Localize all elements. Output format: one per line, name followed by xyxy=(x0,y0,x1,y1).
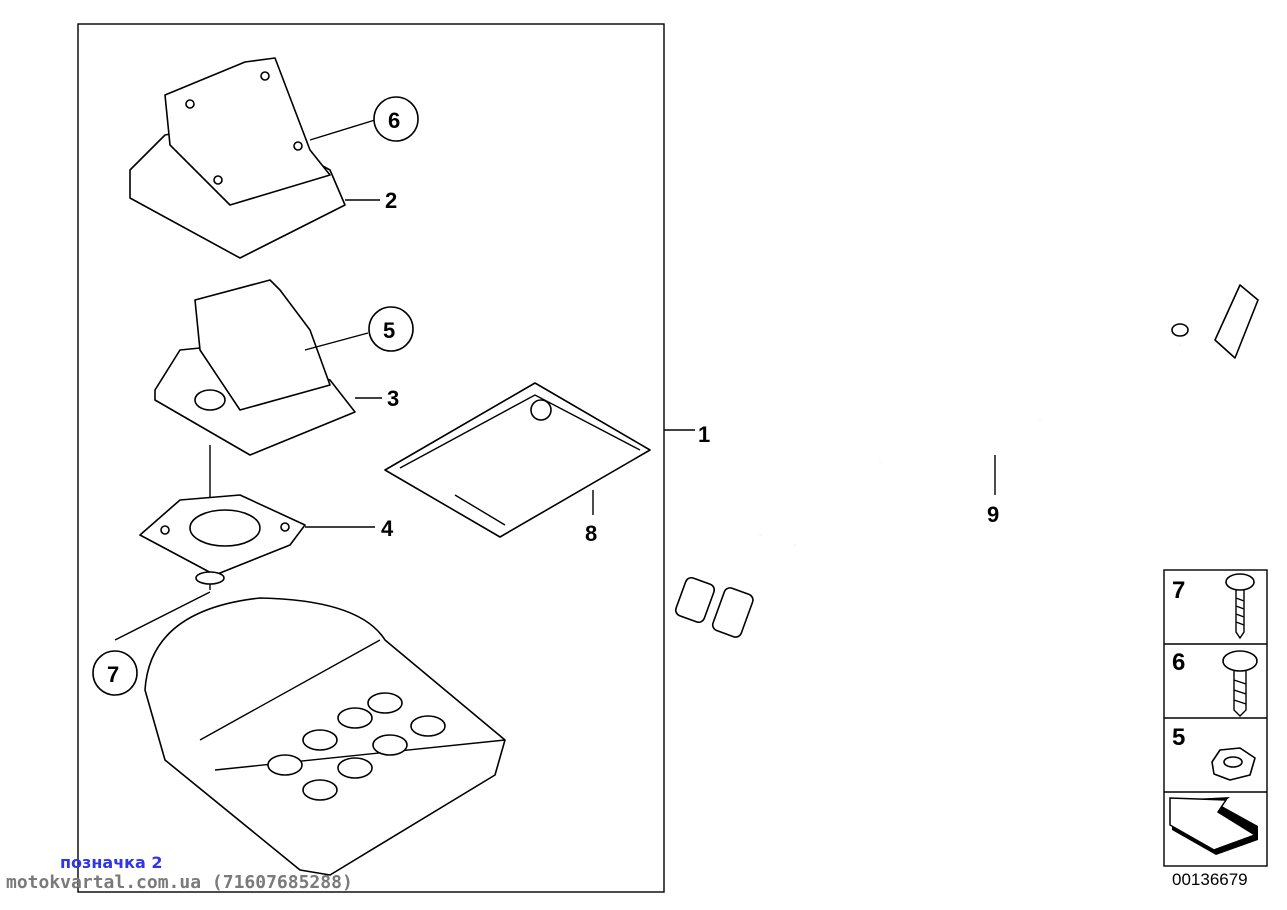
svg-text:7: 7 xyxy=(107,662,119,687)
circled-callout-7 xyxy=(92,650,138,696)
callout-1: 1 xyxy=(698,422,710,447)
fastener-legend: 7 6 5 xyxy=(1163,569,1268,867)
legend-number-6: 6 xyxy=(1172,649,1185,676)
part-holder xyxy=(154,279,356,456)
circled-callout-6 xyxy=(373,96,419,142)
svg-text:6: 6 xyxy=(388,108,400,133)
callout-2: 2 xyxy=(385,188,397,213)
diagram-code: 00136679 xyxy=(1172,870,1248,889)
part-manual xyxy=(384,382,651,538)
hex-nut-icon xyxy=(1211,747,1256,781)
callout-8: 8 xyxy=(585,521,597,546)
callout-3: 3 xyxy=(387,386,399,411)
screw-icon xyxy=(1222,650,1258,717)
part-bracket-top xyxy=(129,57,346,259)
callout-4: 4 xyxy=(381,516,394,541)
circled-callout-5 xyxy=(368,306,414,352)
part-pad xyxy=(144,597,506,876)
legend-number-5: 5 xyxy=(1172,724,1185,751)
callout-9: 9 xyxy=(987,502,999,527)
watermark-site: motokvartal.com.ua (71607685288) xyxy=(6,872,353,893)
part-wiring-harness xyxy=(674,284,1259,638)
arrow-icon xyxy=(1169,797,1258,855)
watermark-label: позначка 2 xyxy=(60,853,163,872)
assembly-frame xyxy=(77,23,665,893)
part-plate xyxy=(139,494,306,585)
svg-text:5: 5 xyxy=(383,318,395,343)
legend-number-7: 7 xyxy=(1172,577,1185,604)
screw-icon xyxy=(1225,573,1255,640)
